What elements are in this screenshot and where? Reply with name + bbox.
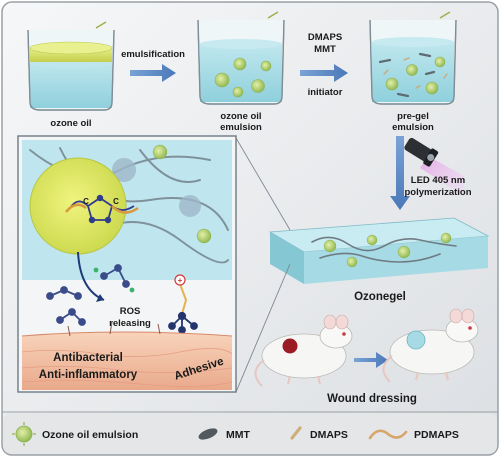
beaker1-label: ozone oil: [50, 118, 91, 129]
arrow-healing: [354, 352, 388, 368]
led-lamp-icon: [404, 137, 464, 196]
arrow-polymerization: [390, 136, 410, 210]
arrow2-label-line1: DMAPS: [308, 32, 342, 43]
ros-label-line2: releasing: [109, 318, 151, 329]
mmt-platelet-icon: [198, 428, 218, 440]
mechanism-inset: C C ROS releasing: [17, 135, 237, 393]
legend-item-mmt: MMT: [198, 428, 250, 441]
beaker3-label-line1: pre-gel: [397, 111, 429, 122]
svg-text:+: +: [178, 276, 183, 285]
arrow-emulsification: [130, 64, 176, 82]
ozonegel-slab: [268, 217, 490, 284]
legend-label-dmaps: DMAPS: [310, 429, 348, 441]
arrow2-label-line3: initiator: [308, 87, 343, 98]
legend-item-dmaps: DMAPS: [290, 426, 348, 441]
beaker-ozone-oil: [27, 21, 115, 111]
arrow2-label-line2: MMT: [314, 44, 336, 55]
beaker3-label-line2: emulsion: [392, 122, 434, 133]
beaker-pre-gel-emulsion: [369, 11, 457, 105]
dmaps-rod-icon: [290, 426, 302, 440]
curing-label-line2: polymerization: [404, 187, 471, 198]
legend-label-pdmaps: PDMAPS: [414, 429, 459, 441]
arrow1-label: emulsification: [121, 49, 185, 60]
legend-item-ozone-oil-emulsion: Ozone oil emulsion: [12, 422, 138, 446]
emulsion-droplet-icon: [12, 422, 36, 446]
legend-label-ozone-oil-emulsion: Ozone oil emulsion: [42, 429, 138, 441]
legend-item-pdmaps: PDMAPS: [368, 429, 459, 441]
legend-label-mmt: MMT: [226, 429, 250, 441]
ros-label-line1: ROS: [120, 306, 141, 317]
gel-label: Ozonegel: [354, 291, 406, 303]
mouse-treated: [382, 308, 479, 383]
antibacterial-label: Antibacterial: [53, 352, 123, 364]
atom-label-right: C: [113, 197, 119, 206]
beaker-ozone-oil-emulsion: [197, 11, 285, 105]
zoom-lines: [235, 137, 291, 393]
arrow-mixing: [300, 64, 348, 82]
beaker2-label-line2: emulsion: [220, 122, 262, 133]
application-label: Wound dressing: [327, 393, 417, 405]
legend: Ozone oil emulsion MMT DMAPS PDMAPS: [2, 411, 498, 454]
beaker2-label-line1: ozone oil: [220, 111, 261, 122]
atom-label-left: C: [83, 197, 89, 206]
curing-label-line1: LED 405 nm: [411, 175, 465, 186]
pdmaps-chain-icon: [368, 429, 408, 440]
anti-inflammatory-label: Anti-inflammatory: [39, 369, 138, 381]
mouse-wounded: [254, 314, 353, 387]
